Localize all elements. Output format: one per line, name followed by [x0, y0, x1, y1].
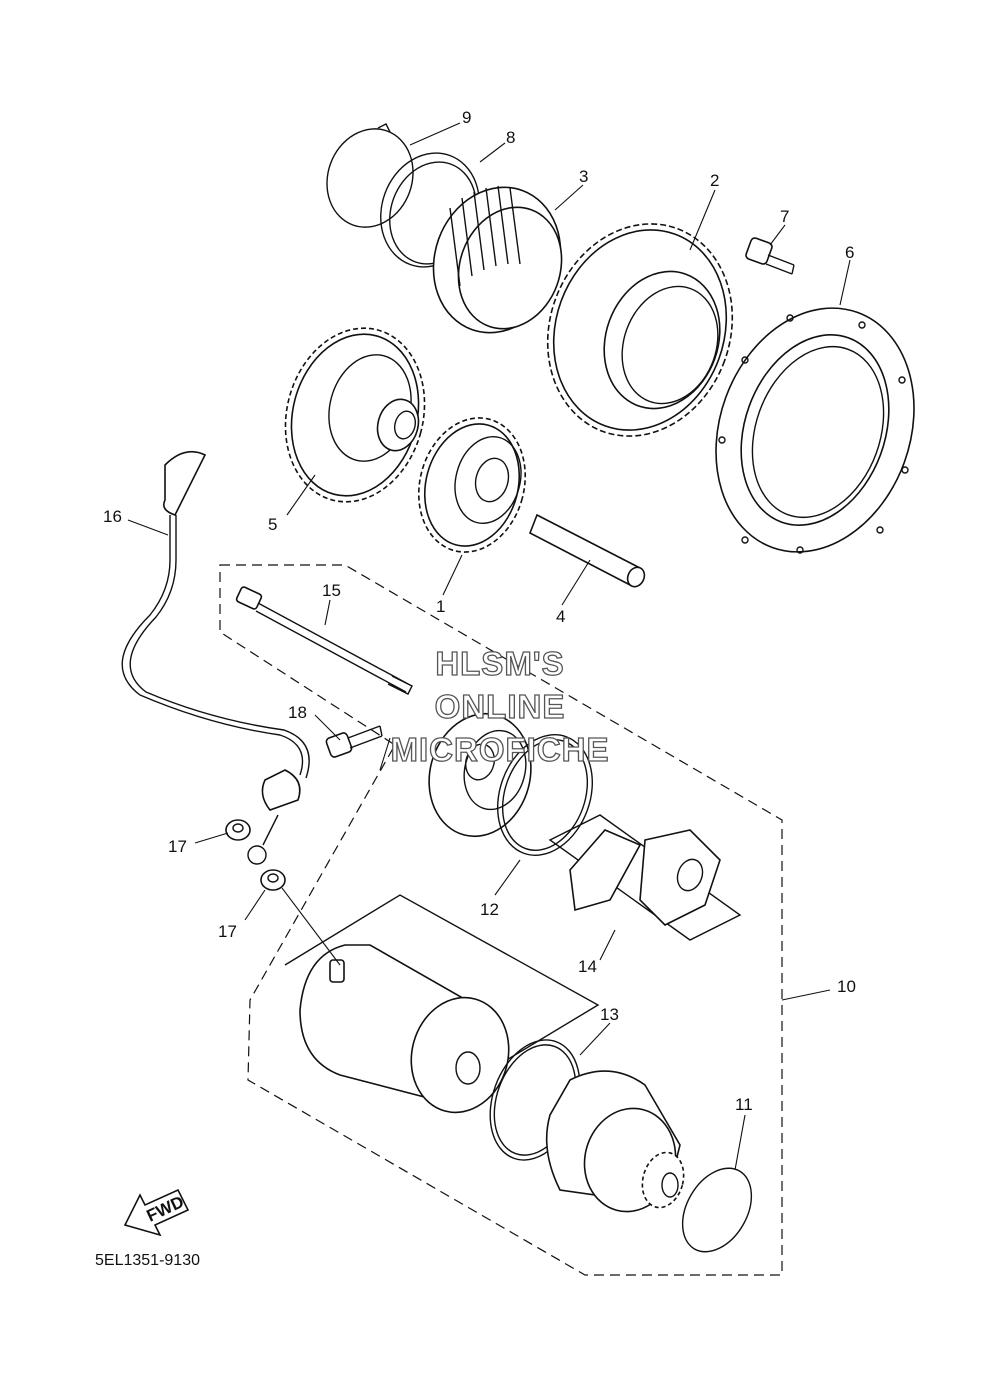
callout-16: 16 [103, 507, 122, 526]
callout-11: 11 [735, 1095, 753, 1114]
watermark-line-1: HLSM'S [435, 645, 564, 682]
watermark-line-2: ONLINE [435, 688, 566, 725]
watermark-line-3: MICROFICHE [391, 731, 610, 768]
starter-front-cover [428, 712, 532, 838]
callout-7: 7 [780, 207, 789, 226]
lead-wire [121, 450, 310, 865]
watermark: HLSM'S ONLINE MICROFICHE [390, 644, 610, 768]
callout-3: 3 [579, 167, 588, 186]
callout-4: 4 [556, 607, 565, 626]
starter-wheel-gear [546, 223, 734, 437]
callout-14: 14 [578, 957, 597, 976]
callout-10: 10 [837, 977, 856, 996]
forward-arrow-icon: FWD [123, 1188, 190, 1237]
nut [225, 819, 251, 841]
callout-18: 18 [288, 703, 307, 722]
clutch-housing [715, 307, 915, 554]
starter-assembly-boundary [219, 564, 783, 1276]
callout-5: 5 [268, 515, 277, 534]
callout-13: 13 [600, 1005, 619, 1024]
flange-bolt [745, 237, 795, 275]
idle-gear-shaft [528, 513, 646, 588]
idle-gear-small [417, 417, 527, 553]
starter-rear-cover [545, 1070, 685, 1213]
through-bolt [235, 586, 413, 695]
o-ring-pinion [681, 1167, 753, 1253]
callout-8: 8 [506, 128, 515, 147]
circlip [326, 123, 414, 228]
brush-set [548, 814, 742, 941]
starter-motor-body [284, 894, 600, 1114]
idle-gear-large [284, 327, 426, 503]
callout-1: 1 [436, 597, 445, 616]
callout-15: 15 [322, 581, 341, 600]
nut [260, 869, 286, 891]
one-way-clutch [432, 185, 563, 334]
callout-12: 12 [480, 900, 499, 919]
callout-2: 2 [710, 171, 719, 190]
diagram-code: 5EL1351-9130 [95, 1252, 200, 1269]
callout-9: 9 [462, 108, 471, 127]
callout-6: 6 [845, 243, 854, 262]
callout-17: 17 [168, 837, 187, 856]
callout-17: 17 [218, 922, 237, 941]
mounting-bolt [325, 725, 383, 758]
o-ring-front [496, 734, 594, 856]
leader-lines [127, 122, 851, 1171]
